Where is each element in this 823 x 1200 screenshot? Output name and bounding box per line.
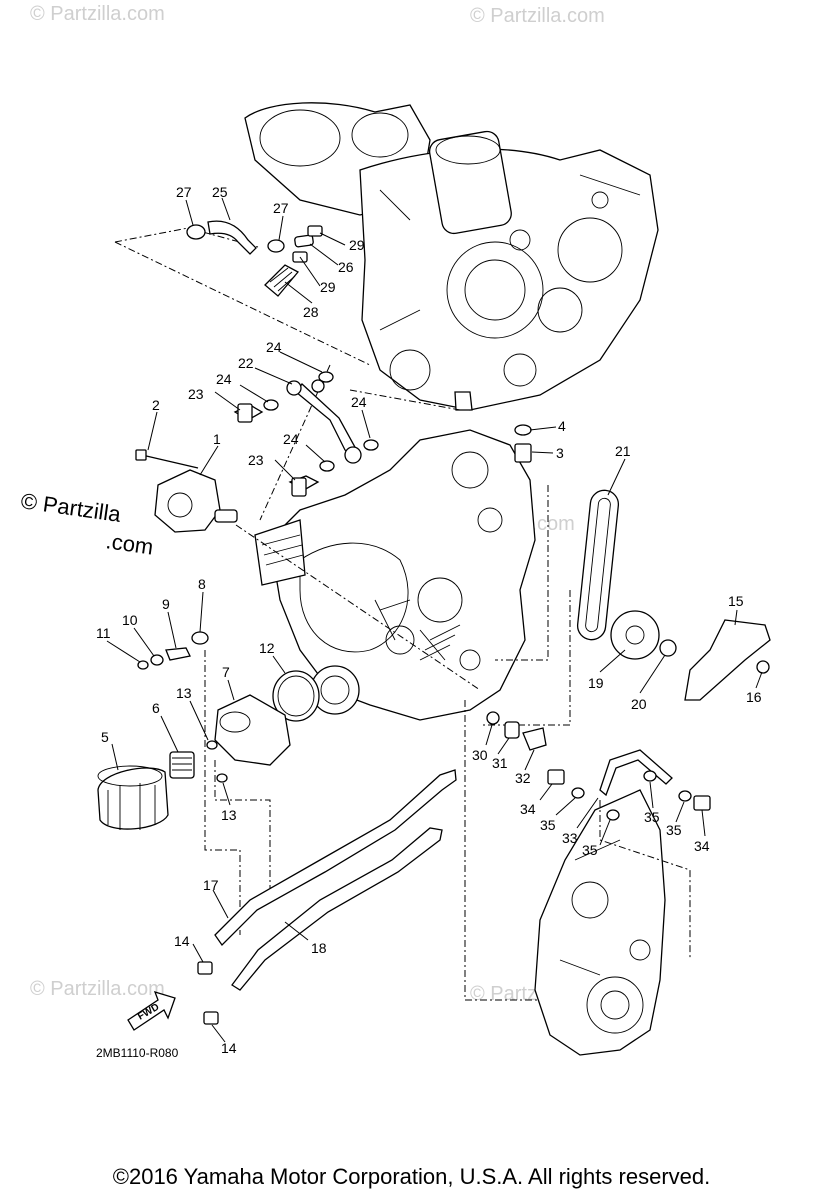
callout-23-lower: 23: [248, 452, 264, 468]
lower-crankcase: [254, 429, 536, 721]
small-parts: [97, 220, 771, 1031]
callout-20: 20: [631, 696, 647, 712]
callout-25-hose: 25: [212, 184, 228, 200]
leader-lines: [106, 197, 763, 1043]
assembly-guide-lines: [114, 227, 691, 1001]
callout-10: 10: [122, 612, 138, 628]
callout-34-right: 34: [694, 838, 710, 854]
watermark-partzilla-line2: .com: [104, 528, 155, 559]
callout-6: 6: [152, 700, 160, 716]
watermark-top-right: © Partzilla.com: [470, 5, 605, 27]
callout-28: 28: [303, 304, 319, 320]
callout-2: 2: [152, 397, 160, 413]
callout-13-upper: 13: [176, 685, 192, 701]
callout-3: 3: [556, 445, 564, 461]
callout-8: 8: [198, 576, 206, 592]
callout-31: 31: [492, 755, 508, 771]
callout-26: 26: [338, 259, 354, 275]
callout-29-upper: 29: [349, 237, 365, 253]
callout-numbers: 27 25 27 29 26 29 28 24 22 24 23 24 24 2…: [96, 184, 762, 1056]
callout-9: 9: [162, 596, 170, 612]
callout-35-right-b: 35: [666, 822, 682, 838]
callout-27-seal: 27: [176, 184, 192, 200]
right-crankcase-cover: [534, 789, 666, 1056]
diagram-reference-code: 2MB1110-R080: [96, 1046, 179, 1060]
callout-34-left: 34: [520, 801, 536, 817]
callout-18: 18: [311, 940, 327, 956]
callout-32: 32: [515, 770, 531, 786]
callout-30: 30: [472, 747, 488, 763]
copyright-notice: ©2016 Yamaha Motor Corporation, U.S.A. A…: [112, 1164, 711, 1189]
callout-7: 7: [222, 664, 230, 680]
callout-24-lower: 24: [283, 431, 299, 447]
callout-35-bottom: 35: [582, 842, 598, 858]
callout-17: 17: [203, 877, 219, 893]
callout-15: 15: [728, 593, 744, 609]
callout-14-upper: 14: [174, 933, 190, 949]
watermark-partzilla-line1: © Partzilla: [19, 488, 123, 527]
callout-12: 12: [259, 640, 275, 656]
callout-5: 5: [101, 729, 109, 745]
callout-24-left: 24: [216, 371, 232, 387]
callout-35-right-a: 35: [644, 809, 660, 825]
callout-16: 16: [746, 689, 762, 705]
callout-29-lower: 29: [320, 279, 336, 295]
upper-crankcase: [244, 102, 659, 411]
callout-11: 11: [96, 625, 111, 641]
callout-27-clip: 27: [273, 200, 289, 216]
callout-21: 21: [615, 443, 631, 459]
watermark-top-left: © Partzilla.com: [30, 3, 165, 25]
callout-14-lower: 14: [221, 1040, 237, 1056]
callout-24-right: 24: [351, 394, 367, 410]
callout-35-left: 35: [540, 817, 556, 833]
watermark-bottom-left: © Partzilla.com: [30, 978, 165, 1000]
callout-4: 4: [558, 418, 566, 434]
callout-33: 33: [562, 830, 578, 846]
callout-23-upper: 23: [188, 386, 204, 402]
callout-19: 19: [588, 675, 604, 691]
callout-13-lower: 13: [221, 807, 237, 823]
callout-1: 1: [213, 431, 221, 447]
callout-24-upper: 24: [266, 339, 282, 355]
callout-22: 22: [238, 355, 254, 371]
